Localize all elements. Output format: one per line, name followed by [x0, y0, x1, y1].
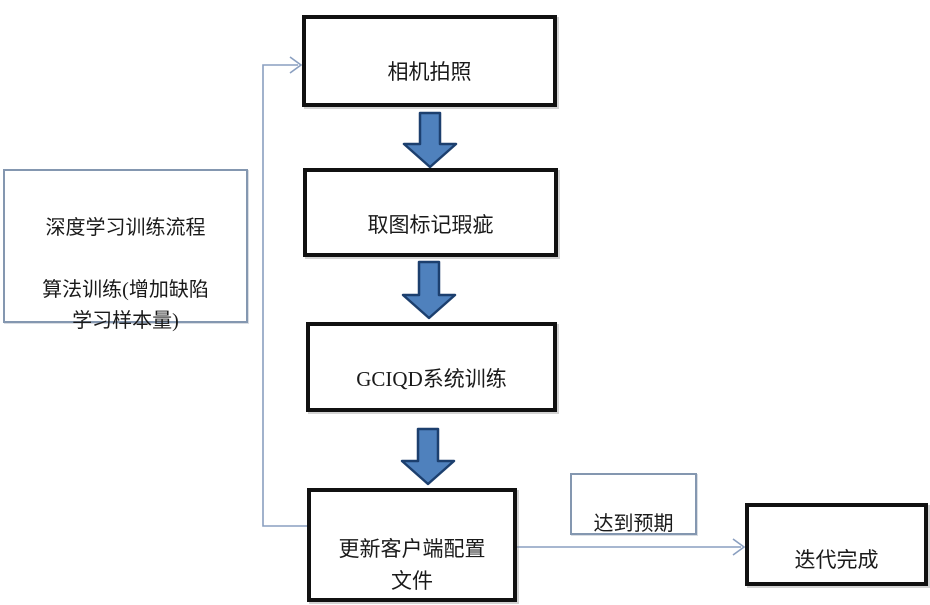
flow-node-mark-defects: 取图标记瑕疵 — [303, 168, 558, 257]
edge-label-expectation-met-text: 达到预期 — [593, 513, 674, 535]
flow-node-mark-defects-label: 取图标记瑕疵 — [367, 213, 494, 238]
flow-node-update-config-label: 更新客户端配置 文件 — [338, 537, 486, 593]
flow-node-iteration-done-label: 迭代完成 — [794, 548, 879, 573]
edge-label-expectation-met: 达到预期 — [570, 473, 697, 535]
expectation-arrowhead-icon — [732, 538, 746, 556]
flow-node-system-training: GCIQD系统训练 — [306, 322, 557, 412]
feedback-connector-line — [262, 64, 307, 527]
down-block-arrow-3-icon — [400, 427, 456, 486]
down-block-arrow-1-icon — [402, 111, 458, 169]
flow-node-camera-label: 相机拍照 — [387, 60, 472, 85]
side-note-text: 深度学习训练流程 算法训练(增加缺陷 学习样本量) — [42, 217, 209, 332]
flow-node-system-training-label: GCIQD系统训练 — [356, 367, 507, 392]
flow-node-update-config: 更新客户端配置 文件 — [307, 488, 517, 602]
feedback-arrowhead-icon — [289, 56, 303, 74]
down-block-arrow-2-icon — [401, 260, 457, 320]
side-note-training-process: 深度学习训练流程 算法训练(增加缺陷 学习样本量) — [3, 169, 248, 332]
flow-node-camera: 相机拍照 — [302, 15, 557, 107]
flow-node-iteration-done: 迭代完成 — [745, 503, 928, 586]
